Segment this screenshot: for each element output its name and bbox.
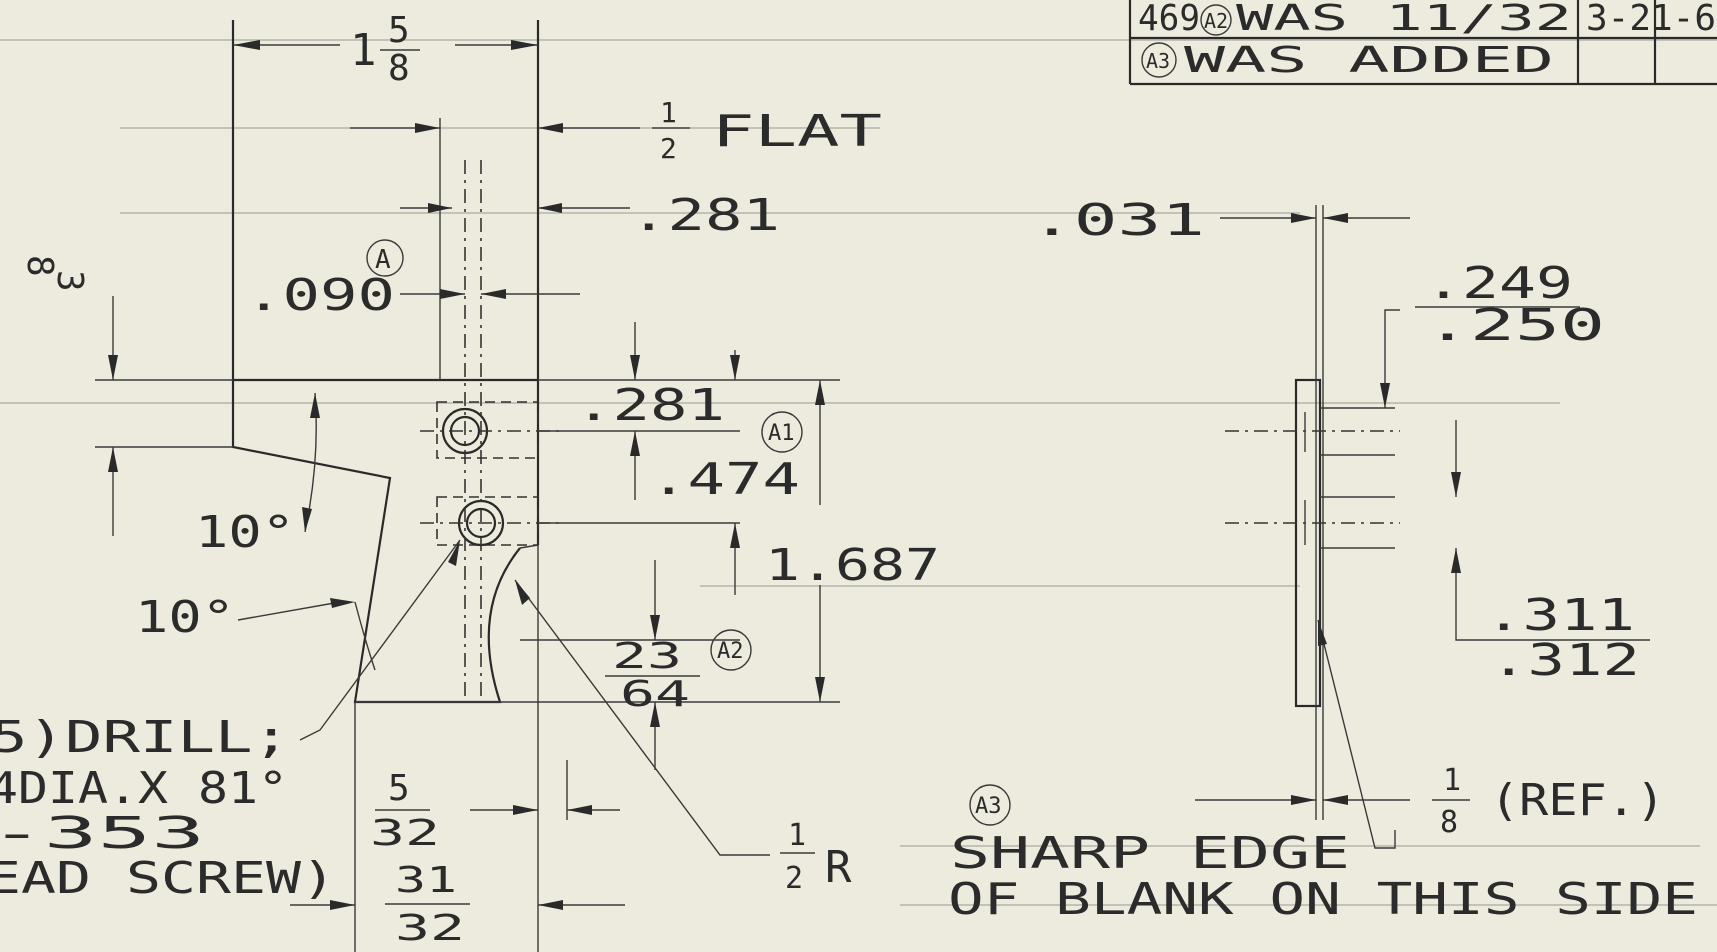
rev-row1-date: 3-21-6 — [1586, 0, 1716, 39]
tag-a3: A3 — [975, 794, 1002, 819]
tag-a2-circle — [710, 629, 752, 671]
dim-250: .250 — [1425, 300, 1605, 351]
drill-line2: 4DIA.X 81° — [0, 763, 288, 814]
blank-side-profile — [1294, 378, 1322, 708]
dim-top-den: 8 — [388, 48, 410, 89]
front-view — [231, 20, 560, 704]
dim-281-mid: .281 — [575, 380, 725, 431]
dim-flat-num: 1 — [660, 96, 677, 129]
tag-a: A — [375, 245, 391, 275]
rev-row2-text: WAS ADDED — [1184, 40, 1554, 81]
sharp-line1: SHARP EDGE — [950, 828, 1350, 879]
angle-upper: 10° — [195, 507, 295, 558]
dim-flat-label: FLAT — [712, 106, 882, 157]
dim-474: .474 — [650, 454, 800, 505]
tag-a1-circle — [761, 411, 803, 453]
frac-32b: 32 — [395, 908, 465, 949]
sharp-edge-note: A3 SHARP EDGE OF BLANK ON THIS SIDE — [948, 784, 1698, 925]
dim-090: .090 — [245, 270, 395, 321]
dim-281-top: .281 — [630, 190, 780, 241]
ref-num: 1 — [1443, 763, 1461, 798]
angle-lower: 10° — [135, 592, 235, 643]
revision-block: 469 A2 WAS 11/32 3-21-6 A3 WAS ADDED — [1128, 0, 1717, 86]
radius-den: 2 — [785, 861, 803, 896]
tag-a3-circle — [969, 784, 1011, 826]
rev-row2-tag-circle — [1141, 42, 1177, 78]
sharp-line2: OF BLANK ON THIS SIDE — [948, 874, 1698, 925]
drill-note: 5)DRILL; 4DIA.X 81° -353 EAD SCREW) — [0, 712, 336, 904]
tag-a-circle — [366, 239, 404, 277]
dim-031: .031 — [1030, 195, 1205, 246]
dim-top-whole: 1 — [350, 25, 377, 76]
frac-31: 31 — [395, 860, 457, 901]
rev-row1-tag-circle — [1200, 4, 1232, 36]
tag-a2: A2 — [717, 639, 744, 664]
radius-num: 1 — [788, 818, 806, 853]
dim-left-num: 3 — [49, 270, 90, 292]
radius-r: R — [825, 842, 852, 893]
dim-312: .312 — [1490, 635, 1640, 686]
drill-line1: 5)DRILL; — [0, 712, 290, 763]
frac-64: 64 — [620, 674, 690, 715]
rev-row2-tag: A3 — [1146, 49, 1170, 73]
drill-line3: -353 — [0, 808, 205, 859]
drill-line4: EAD SCREW) — [0, 853, 336, 904]
ref-den: 8 — [1440, 805, 1458, 840]
dim-1687: 1.687 — [765, 540, 940, 591]
side-view: .031 .249 .250 .311 .312 1 8 (REF.) — [1030, 195, 1665, 849]
rev-row1-was: WAS 11/32 — [1236, 0, 1572, 39]
ref-label: (REF.) — [1490, 775, 1665, 826]
dim-249: .249 — [1425, 258, 1573, 309]
dim-left-den: 8 — [19, 255, 60, 277]
frac-32a: 32 — [370, 813, 440, 854]
front-dimensions: 1 5 8 1 2 FLAT .281 A .090 3 — [19, 10, 940, 952]
guide-lines — [0, 39, 1717, 906]
tag-a1: A1 — [768, 421, 795, 446]
dim-flat-den: 2 — [660, 132, 677, 165]
dim-311: .311 — [1485, 590, 1635, 641]
frac-5: 5 — [388, 768, 410, 809]
dim-top-num: 5 — [388, 10, 410, 51]
frac-23: 23 — [612, 636, 682, 677]
rev-row1-value: 469 — [1138, 0, 1200, 39]
rev-row1-tag: A2 — [1204, 9, 1228, 33]
